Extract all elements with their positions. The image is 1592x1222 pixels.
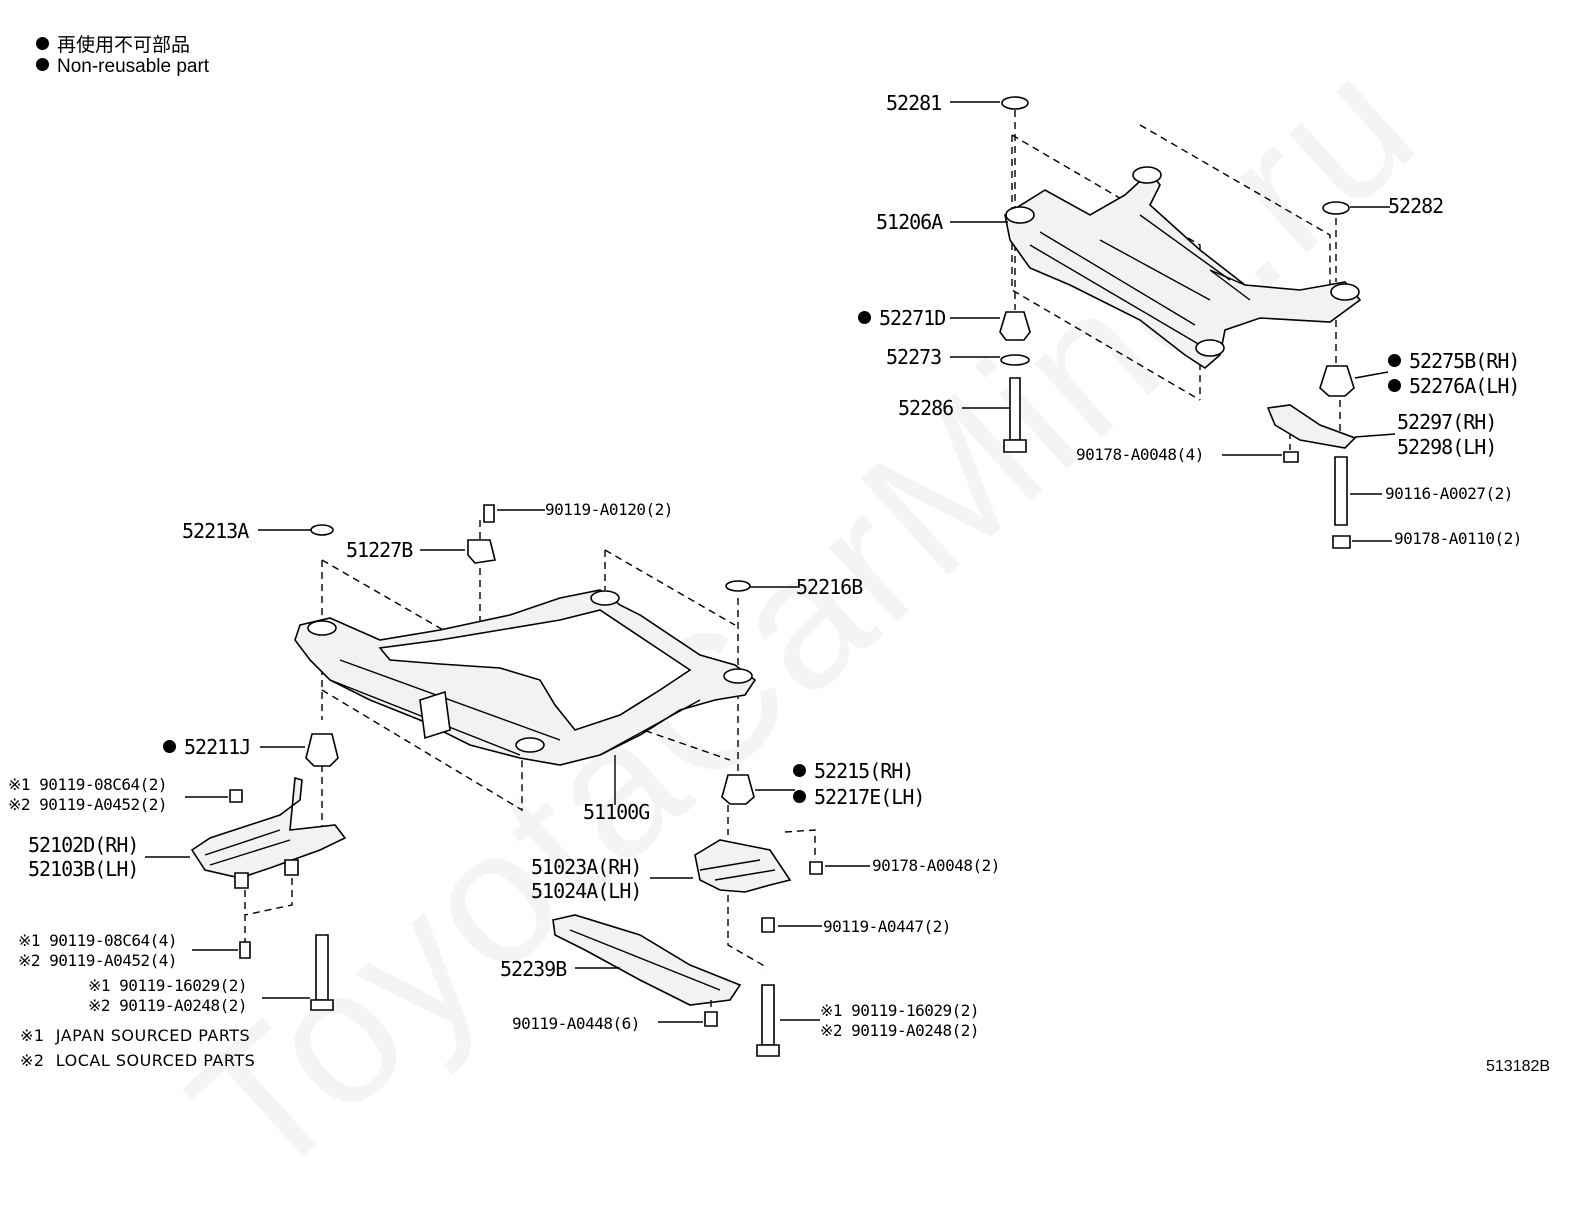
bracket-51227b-icon (467, 539, 496, 564)
washer-52216b-icon (725, 580, 751, 592)
part-label[interactable]: 52213A (182, 519, 249, 543)
part-label-non-reusable[interactable]: 52271D (858, 307, 946, 329)
part-label[interactable]: ※2 90119-A0248(2) (820, 1021, 980, 1040)
part-label[interactable]: 52239B (500, 957, 567, 981)
stud-90116-a0027-icon (1334, 456, 1348, 526)
bolt-90119-08c64-4-icon (239, 941, 251, 959)
part-label[interactable]: 90119-A0120(2) (545, 500, 673, 519)
part-label[interactable]: 52273 (886, 345, 942, 369)
part-label[interactable]: 90178-A0048(2) (872, 856, 1000, 875)
non-reusable-dot-icon (163, 740, 176, 753)
part-label-non-reusable[interactable]: 52215(RH) (793, 760, 914, 782)
bolt-90119-a0448-icon (704, 1011, 718, 1027)
bracket-52297-icon (1266, 404, 1357, 449)
bracket-51023a-icon (694, 839, 792, 893)
crossmember-51206a (1004, 166, 1362, 369)
nut-90178-a0110-icon (1332, 535, 1351, 549)
part-label[interactable]: 52282 (1388, 194, 1444, 218)
non-reusable-dot-icon (36, 58, 49, 72)
washer-52282-icon (1322, 201, 1350, 215)
cushion-52215-icon (721, 774, 755, 805)
non-reusable-dot-icon (793, 790, 806, 803)
part-label-non-reusable[interactable]: 52217E(LH) (793, 786, 925, 808)
part-label[interactable]: ※1 90119-08C64(2) (8, 775, 168, 794)
cushion-52211j-icon (305, 733, 339, 767)
washer-52281-icon (1001, 96, 1029, 110)
part-label-non-reusable[interactable]: 52276A(LH) (1388, 375, 1520, 397)
part-label-non-reusable[interactable]: 52211J (163, 736, 251, 758)
part-label[interactable]: ※1 90119-16029(2) (820, 1001, 980, 1020)
left-bracket-group (145, 776, 347, 1011)
non-reusable-dot-icon (793, 764, 806, 777)
part-label-non-reusable[interactable]: 52275B(RH) (1388, 350, 1520, 372)
part-label[interactable]: 52216B (796, 575, 863, 599)
dashed-box-left (1011, 134, 1201, 401)
legend-jp: 再使用不可部品 (36, 30, 190, 57)
diagram-drawing: .ln { stroke:#000; stroke-width:1.4; fil… (145, 96, 1396, 1057)
bolt-90119-a0120-icon (483, 504, 495, 523)
part-label[interactable]: 52102D(RH) (28, 833, 139, 857)
rear-crossmember-group (950, 96, 1396, 549)
bolt-52286-icon (1009, 377, 1021, 441)
part-label[interactable]: ※2 90119-A0452(2) (8, 795, 168, 814)
parts-diagram: ToyotaCarMine.ru .ln { stroke:#000; stro… (8, 16, 1551, 1220)
bolt-90119-08c64-2-icon (229, 789, 243, 803)
lower-bracket-group (552, 805, 870, 1057)
part-label[interactable]: 51024A(LH) (531, 879, 642, 903)
non-reusable-dot-icon (1388, 354, 1401, 367)
diagram-ref-number: 513182B (1486, 1058, 1551, 1075)
part-label[interactable]: 51100G (583, 800, 650, 824)
part-label[interactable]: ※2 90119-A0248(2) (88, 996, 248, 1015)
part-label[interactable]: ※1 90119-16029(2) (88, 976, 248, 995)
dashed-box-right (1139, 124, 1331, 300)
part-label[interactable]: 51227B (346, 538, 413, 562)
non-reusable-dot-icon (858, 311, 871, 324)
part-label[interactable]: 90178-A0048(4) (1076, 445, 1204, 464)
part-label[interactable]: 90116-A0027(2) (1385, 484, 1513, 503)
nut-90178-a0048-icon (1283, 451, 1299, 463)
non-reusable-dot-icon (1388, 379, 1401, 392)
part-label[interactable]: 51206A (876, 210, 943, 234)
washer-52213a-icon (310, 524, 334, 536)
part-label[interactable]: 52103B(LH) (28, 857, 139, 881)
front-member-group (258, 504, 800, 835)
part-label[interactable]: ※2 90119-A0452(4) (18, 951, 178, 970)
part-label[interactable]: 90119-A0448(6) (512, 1014, 640, 1033)
footnote-local: ※2 LOCAL SOURCED PARTS (20, 1051, 256, 1070)
bolt-90119-a0447-icon (761, 917, 775, 933)
part-label[interactable]: ※1 90119-08C64(4) (18, 931, 178, 950)
bolt-90119-16029-left-icon (315, 934, 329, 1001)
part-label[interactable]: 52286 (898, 396, 954, 420)
part-label[interactable]: 52297(RH) (1397, 410, 1497, 434)
member-51100g (294, 589, 757, 766)
bolt-90119-16029-right-icon (761, 984, 775, 1046)
legend-en: Non-reusable part (36, 56, 209, 78)
part-label[interactable]: 90178-A0110(2) (1394, 529, 1522, 548)
non-reusable-dot-icon (36, 37, 49, 51)
washer-52273-icon (1000, 354, 1030, 366)
cushion-52275b-icon (1319, 365, 1355, 397)
footnote-japan: ※1 JAPAN SOURCED PARTS (20, 1026, 251, 1045)
nut-90178-a0048-2-icon (809, 861, 823, 875)
part-label[interactable]: 51023A(RH) (531, 855, 642, 879)
part-label[interactable]: 52281 (886, 91, 942, 115)
cushion-52271d-icon (999, 311, 1031, 341)
part-label[interactable]: 90119-A0447(2) (823, 917, 951, 936)
part-label[interactable]: 52298(LH) (1397, 435, 1497, 459)
